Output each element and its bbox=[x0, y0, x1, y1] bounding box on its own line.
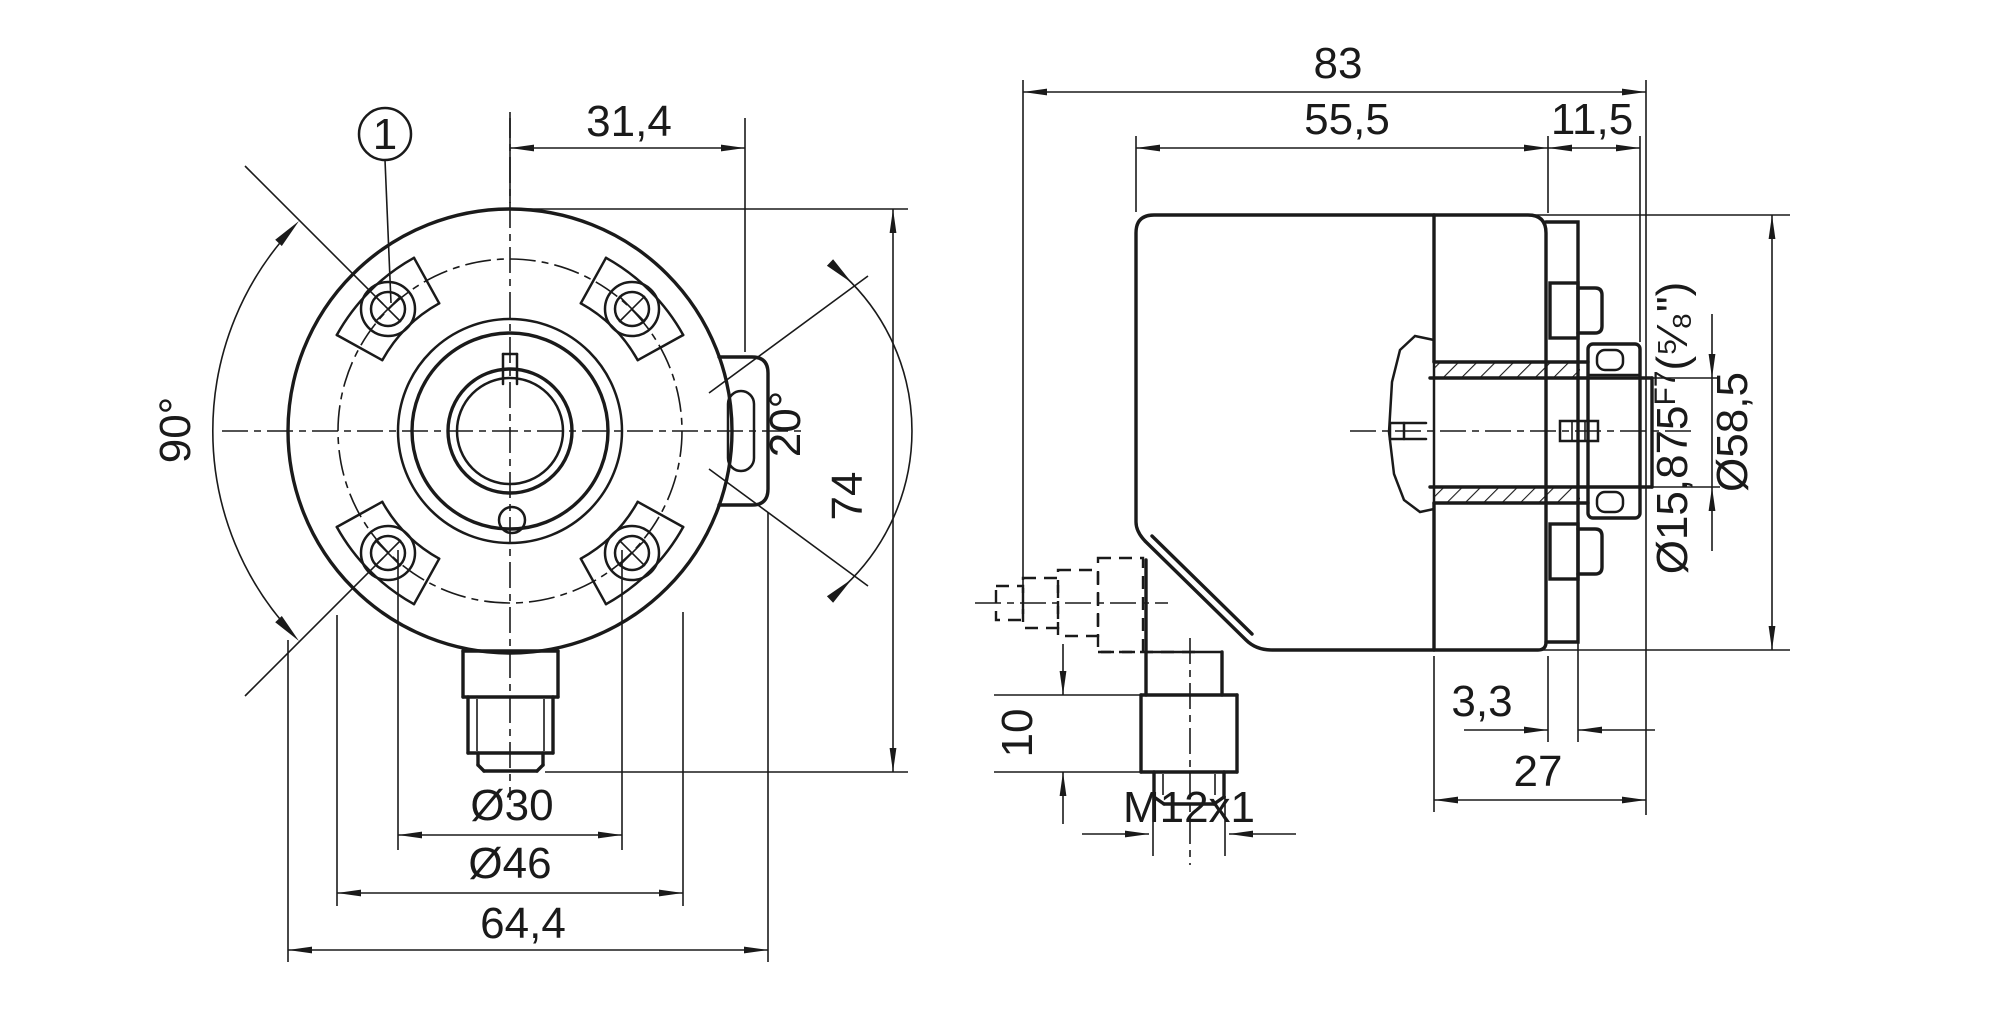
pin-hole bbox=[497, 505, 527, 535]
radial-connector-dashed bbox=[994, 556, 1195, 697]
clamp-screw bbox=[1558, 419, 1600, 443]
dim-74: 74 bbox=[516, 208, 908, 773]
screw-top-left bbox=[359, 280, 417, 338]
dim-dia58-5: Ø58,5 bbox=[1528, 214, 1790, 651]
callout-leader bbox=[384, 159, 392, 304]
bolt-circle bbox=[337, 258, 683, 604]
dim-31-4: 31,4 bbox=[509, 97, 746, 352]
dim-label: 3,3 bbox=[1451, 677, 1512, 726]
dim-27: 27 bbox=[1433, 656, 1646, 812]
dim-11-5: 11,5 bbox=[1548, 95, 1641, 342]
dim-label: Ø46 bbox=[468, 839, 551, 888]
dim-83: 83 bbox=[1022, 39, 1647, 815]
bore-end-detail bbox=[1388, 421, 1428, 441]
dim-label: 83 bbox=[1314, 39, 1363, 88]
flange-screws bbox=[359, 280, 661, 582]
dim-label: Ø15,875F7(⁵⁄₈") bbox=[1648, 282, 1697, 575]
callout-label: 1 bbox=[373, 110, 397, 159]
dim-label: 90° bbox=[151, 397, 200, 464]
shaft-clamp-slot bbox=[501, 352, 519, 386]
side-tab bbox=[717, 355, 770, 507]
dim-m12x1: M12x1 bbox=[1082, 783, 1296, 856]
sleeve-hatch-top bbox=[1434, 362, 1580, 378]
side-view: 83 55,5 11,5 Ø58,5 Ø1 bbox=[975, 39, 1790, 865]
mounting-slot-arcs bbox=[335, 256, 685, 606]
front-view: 1 31,4 90° bbox=[151, 97, 913, 962]
housing-outer-circle bbox=[286, 207, 734, 655]
dim-label: 55,5 bbox=[1304, 95, 1390, 144]
screw-top-right bbox=[603, 280, 661, 338]
dim-label: M12x1 bbox=[1123, 783, 1255, 832]
flange-tabs bbox=[1548, 281, 1604, 581]
shaft-bore-circle bbox=[455, 376, 565, 486]
dim-shaft-bore: Ø15,875F7(⁵⁄₈") bbox=[1648, 282, 1720, 575]
shaft-circle-outer bbox=[446, 367, 574, 495]
dim-label: 27 bbox=[1514, 747, 1563, 796]
dim-3-3: 3,3 bbox=[1451, 582, 1655, 742]
clamp-ring bbox=[1558, 342, 1642, 520]
dim-label: 64,4 bbox=[480, 899, 566, 948]
chamfer-edge bbox=[1150, 534, 1254, 636]
dim-dia30: Ø30 bbox=[397, 550, 623, 850]
dim-label: 11,5 bbox=[1551, 95, 1633, 144]
dim-55-5: 55,5 bbox=[1135, 95, 1549, 213]
dim-label: 20° bbox=[761, 391, 810, 458]
dim-64-4: 64,4 bbox=[287, 512, 769, 962]
dim-label: 74 bbox=[823, 472, 872, 521]
dim-90deg: 90° bbox=[151, 165, 384, 697]
dim-label: Ø30 bbox=[470, 781, 553, 830]
tab-slot bbox=[726, 389, 756, 473]
hub-circle-inner bbox=[410, 331, 610, 531]
screw-bottom-right bbox=[603, 524, 661, 582]
dim-dia46: Ø46 bbox=[336, 612, 684, 906]
hub-section bbox=[1387, 334, 1436, 514]
dim-label: 10 bbox=[993, 709, 1042, 758]
sleeve-hatch-bottom bbox=[1434, 487, 1580, 503]
dim-10: 10 bbox=[993, 644, 1141, 824]
dim-label: 31,4 bbox=[586, 97, 672, 146]
hub-circle-outer bbox=[396, 317, 624, 545]
flange-plate bbox=[1544, 220, 1580, 644]
front-connector-stub bbox=[461, 649, 560, 773]
hollow-shaft bbox=[1387, 334, 1654, 514]
dim-20deg: 20° bbox=[708, 259, 913, 603]
callout-1: 1 bbox=[357, 106, 413, 304]
dim-label: Ø58,5 bbox=[1708, 372, 1757, 492]
housing-outline bbox=[1134, 213, 1548, 652]
axial-connector bbox=[1139, 650, 1239, 806]
